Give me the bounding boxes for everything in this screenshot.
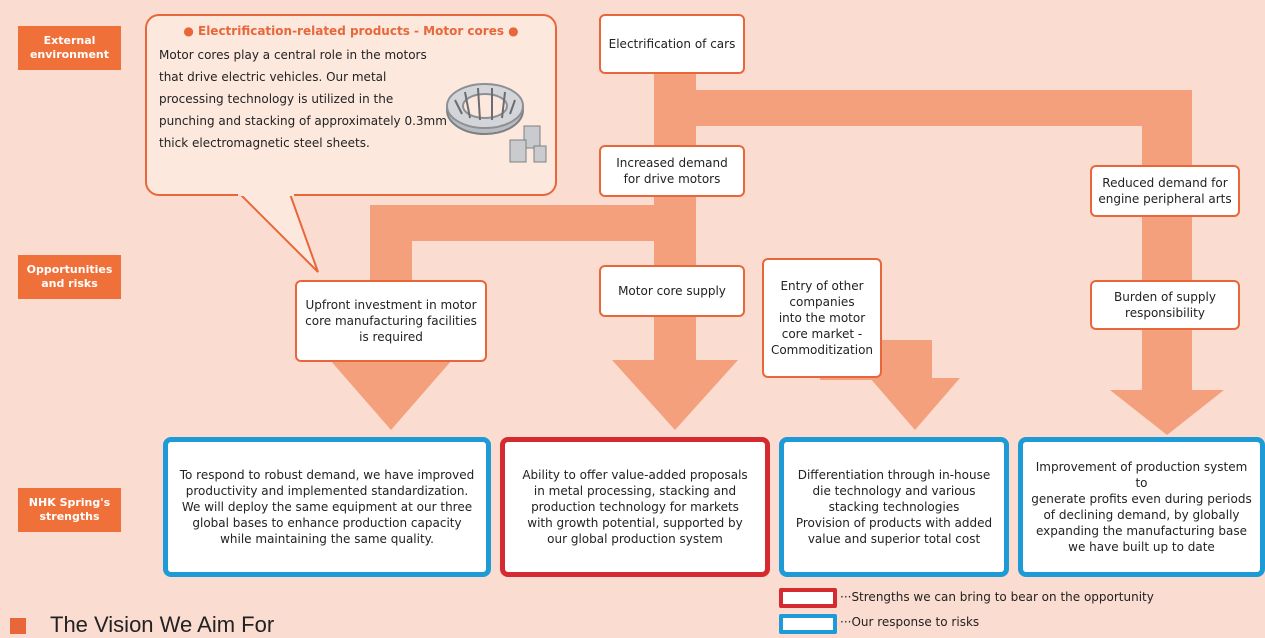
opportunities-and-risks-label: Opportunities and risks xyxy=(18,255,121,299)
reduced-demand-box: Reduced demand for engine peripheral art… xyxy=(1090,165,1240,217)
electrification-of-cars-box: Electrification of cars xyxy=(599,14,745,74)
callout-body: Motor cores play a central role in the m… xyxy=(159,48,447,150)
legend-swatch-opportunity xyxy=(779,588,837,608)
legend-label-opportunity: ···Strengths we can bring to bear on the… xyxy=(840,590,1154,604)
legend-label-risk: ···Our response to risks xyxy=(840,615,980,629)
upfront-investment-box: Upfront investment in motor core manufac… xyxy=(295,280,487,362)
strength-box-value-added: Ability to offer value-added proposals i… xyxy=(500,437,770,577)
section-heading: The Vision We Aim For xyxy=(50,612,275,637)
burden-of-supply-box: Burden of supply responsibility xyxy=(1090,280,1240,330)
legend-swatch-risk xyxy=(779,614,837,634)
strength-box-production-system: Improvement of production system to gene… xyxy=(1018,437,1265,577)
entry-of-other-companies-box: Entry of other companies into the motor … xyxy=(762,258,882,378)
external-environment-label: External environment xyxy=(18,26,121,70)
strength-box-differentiation: Differentiation through in-house die tec… xyxy=(779,437,1009,577)
callout-title: ● Electrification-related products - Mot… xyxy=(183,24,519,38)
motor-core-supply-box: Motor core supply xyxy=(599,265,745,317)
heading-square-icon xyxy=(10,618,26,634)
callout-tail xyxy=(237,190,319,273)
strength-box-standardization: To respond to robust demand, we have imp… xyxy=(163,437,491,577)
motor-core-image xyxy=(446,83,547,163)
increased-demand-box: Increased demand for drive motors xyxy=(599,145,745,197)
nhk-spring-strengths-label: NHK Spring's strengths xyxy=(18,488,121,532)
